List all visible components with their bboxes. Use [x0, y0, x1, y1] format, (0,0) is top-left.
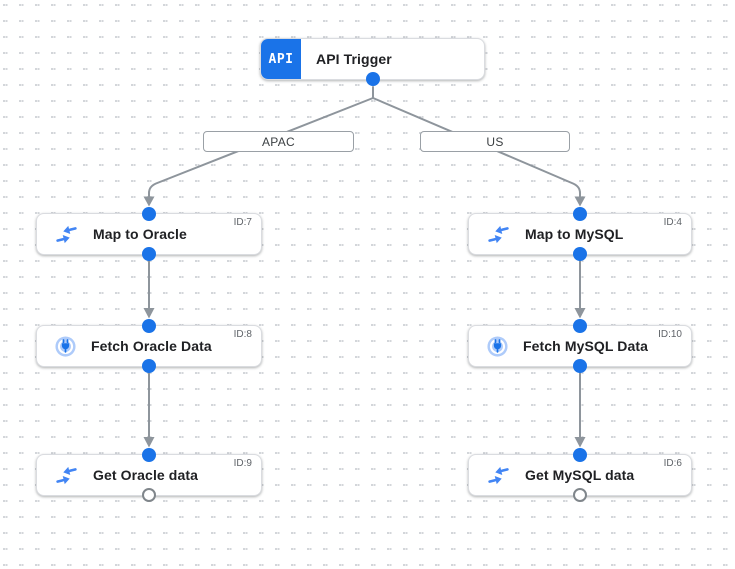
arrowhead-icon	[574, 196, 586, 207]
node-title: Map to Oracle	[93, 226, 187, 242]
edge-branch-apac	[148, 97, 374, 198]
node-title: Fetch MySQL Data	[523, 338, 649, 354]
node-id-label: ID:6	[663, 458, 682, 469]
edge-label-apac[interactable]: APAC	[203, 131, 354, 152]
arrowhead-icon	[574, 308, 586, 319]
mapping-icon	[486, 225, 511, 244]
mapping-icon	[54, 225, 79, 244]
edge-lines	[148, 86, 581, 439]
edge-arrowheads	[143, 196, 586, 448]
end-port[interactable]	[142, 488, 156, 502]
node-id-label: ID:10	[658, 329, 682, 340]
mapping-icon	[486, 466, 511, 485]
input-port[interactable]	[142, 207, 156, 221]
input-port[interactable]	[573, 319, 587, 333]
input-port[interactable]	[142, 319, 156, 333]
input-port[interactable]	[573, 207, 587, 221]
output-port[interactable]	[573, 247, 587, 261]
node-fetch-mysql-data[interactable]: ID:10 Fetch MySQL Data	[468, 319, 692, 373]
connector-icon	[486, 335, 509, 358]
node-id-label: ID:9	[233, 458, 252, 469]
input-port[interactable]	[142, 448, 156, 462]
output-port[interactable]	[142, 247, 156, 261]
node-id-label: ID:4	[663, 217, 682, 228]
edge-label-text: APAC	[262, 134, 295, 149]
node-title: API Trigger	[316, 51, 392, 67]
mapping-icon	[54, 466, 79, 485]
node-id-label: ID:8	[233, 329, 252, 340]
edge-label-us[interactable]: US	[420, 131, 570, 152]
output-port[interactable]	[573, 359, 587, 373]
output-port[interactable]	[142, 359, 156, 373]
node-fetch-oracle-data[interactable]: ID:8 Fetch Oracle Data	[36, 319, 262, 373]
end-port[interactable]	[573, 488, 587, 502]
api-badge: API	[261, 39, 301, 79]
arrowhead-icon	[143, 437, 155, 448]
node-map-to-oracle[interactable]: ID:7 Map to Oracle	[36, 207, 262, 261]
arrowhead-icon	[143, 196, 155, 207]
node-map-to-mysql[interactable]: ID:4 Map to MySQL	[468, 207, 692, 261]
arrowhead-icon	[143, 308, 155, 319]
node-title: Map to MySQL	[525, 226, 624, 242]
edge-branch-us	[372, 97, 581, 198]
node-title: Get MySQL data	[525, 467, 635, 483]
input-port[interactable]	[573, 448, 587, 462]
node-api-trigger[interactable]: API API Trigger	[260, 38, 485, 86]
arrowhead-icon	[574, 437, 586, 448]
output-port[interactable]	[365, 72, 380, 86]
connector-icon	[54, 335, 77, 358]
node-title: Fetch Oracle Data	[91, 338, 212, 354]
node-id-label: ID:7	[233, 217, 252, 228]
edge-label-text: US	[486, 134, 504, 149]
node-get-mysql-data[interactable]: ID:6 Get MySQL data	[468, 448, 692, 502]
node-get-oracle-data[interactable]: ID:9 Get Oracle data	[36, 448, 262, 502]
node-title: Get Oracle data	[93, 467, 198, 483]
